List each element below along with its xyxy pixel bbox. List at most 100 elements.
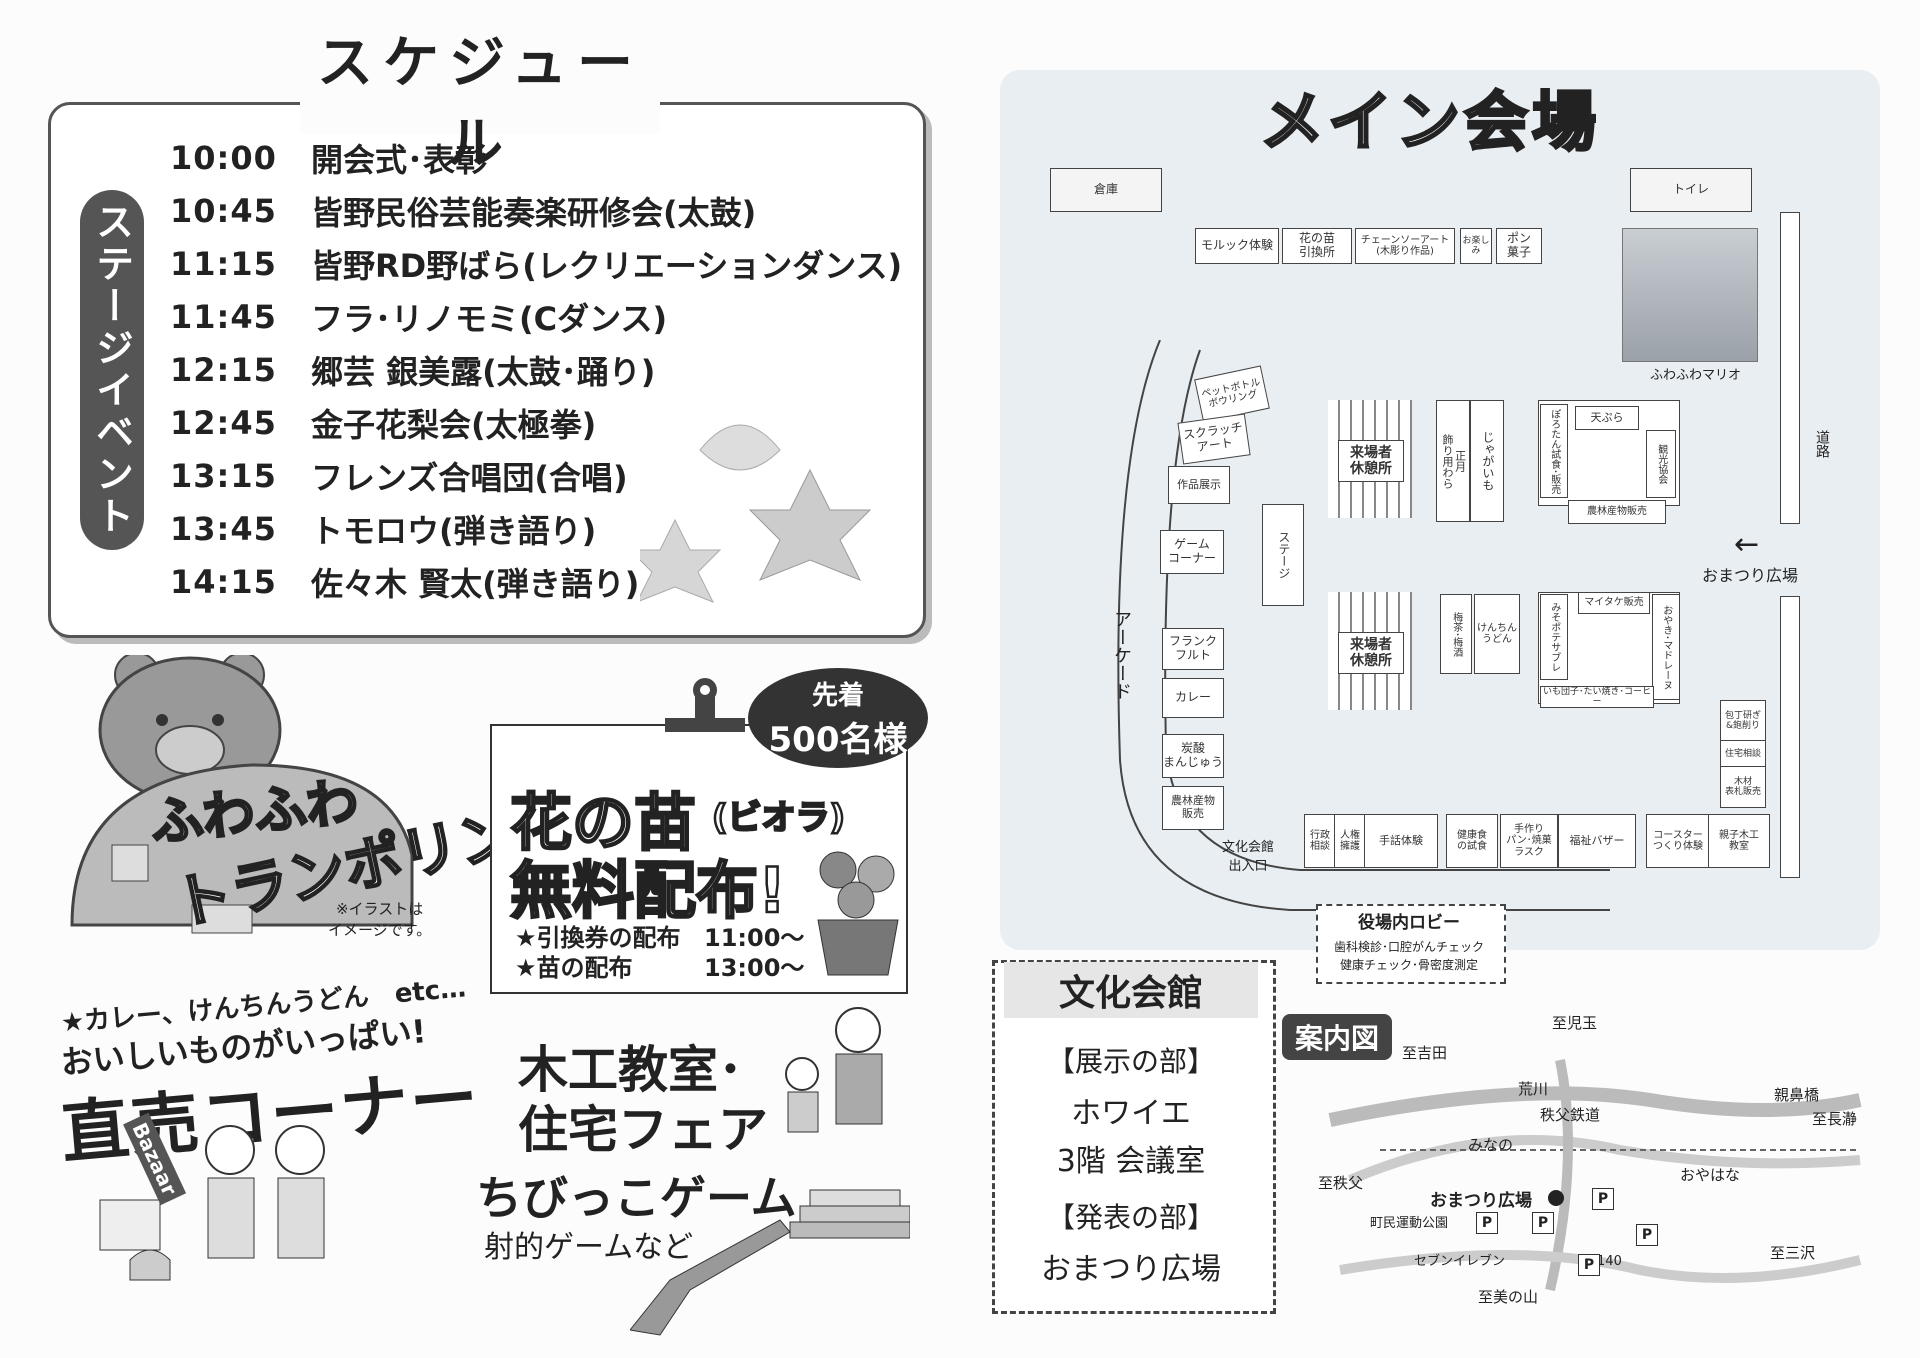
rest-area-2: 来場者 休憩所 xyxy=(1338,632,1404,674)
shinbashi-label: 親鼻橋 xyxy=(1774,1086,1820,1104)
booth-coaster: コースター つくり体験 xyxy=(1646,814,1710,868)
parking-icon: P xyxy=(1476,1212,1498,1234)
schedule-title: スケジュール xyxy=(300,31,660,177)
booth-flower-exchange: 花の苗 引換所 xyxy=(1282,228,1352,264)
parking-icon: P xyxy=(1578,1254,1600,1276)
schedule-row: 13:45 トモロウ(弾き語り) xyxy=(170,503,596,555)
booth-jagaimo: じゃがいも xyxy=(1470,400,1504,522)
schedule-time: 13:45 xyxy=(170,510,277,548)
to-misawa: 至三沢 xyxy=(1770,1244,1816,1262)
minano-label: みなの xyxy=(1468,1136,1514,1154)
to-chichibu: 至秩父 xyxy=(1318,1174,1364,1192)
matsuri-label: おまつり広場 xyxy=(1702,566,1799,585)
arakawa-label: 荒川 xyxy=(1518,1080,1549,1098)
booth-molkky: モルック体験 xyxy=(1195,228,1279,264)
schedule-name: 皆野RD野ばら(レクリエーションダンス) xyxy=(311,247,903,285)
schedule-name: 金子花梨会(太極拳) xyxy=(311,406,597,444)
schedule-time: 14:15 xyxy=(170,563,277,601)
booth-houcho: 包丁研ぎ &鉋削り xyxy=(1720,700,1766,742)
booth-fukushi: 福祉バザー xyxy=(1558,814,1636,868)
ticket-label: ★引換券の配布 xyxy=(515,924,681,952)
autumn-leaves-illustration xyxy=(640,424,872,603)
seedling-time: 13:00〜 xyxy=(704,954,805,982)
schedule-name: 開会式･表彰 xyxy=(311,141,488,179)
ticket-time: 11:00〜 xyxy=(704,924,805,952)
to-nagatoro: 至長瀞 xyxy=(1812,1110,1858,1128)
lobby-line-2: 健康チェック･骨密度測定 xyxy=(1339,958,1478,972)
bunka-title: 文化会館 xyxy=(1004,962,1258,1018)
oyahana-label: おやはな xyxy=(1680,1166,1741,1184)
booth-frankfurt: フランク フルト xyxy=(1162,628,1224,670)
schedule-time: 13:15 xyxy=(170,457,277,495)
bubble-line-2: 500名様 xyxy=(768,720,908,760)
bazaar-illustration xyxy=(99,1125,325,1281)
first-come-bubble: 先着 500名様 xyxy=(748,668,928,768)
schedule-row: 10:00 開会式･表彰 xyxy=(170,132,487,184)
park-label: 町民運動公園 xyxy=(1370,1216,1449,1231)
booth-jutaku: 住宅相談 xyxy=(1720,740,1766,768)
bunka-entrance-label: 文化会館 出入口 xyxy=(1222,840,1275,874)
schedule-name: 佐々木 賢太(弾き語り) xyxy=(311,565,640,603)
booth-kenchin: けんちん うどん xyxy=(1474,594,1520,674)
schedule-time: 10:45 xyxy=(170,192,277,230)
schedule-time: 10:00 xyxy=(170,139,277,177)
toilet-box: トイレ xyxy=(1630,168,1752,212)
booth-gyosei: 行政 相談 xyxy=(1304,814,1336,868)
mario-label: ふわふわマリオ xyxy=(1650,368,1742,383)
seven-eleven-label: セブンイレブン xyxy=(1414,1254,1506,1269)
booth-chainsaw-art: チェーンソーアート (木彫り作品) xyxy=(1355,228,1455,264)
carpenter-illustration xyxy=(785,1007,883,1133)
clip-icon xyxy=(665,678,745,732)
stage-event-label: ステージイベント xyxy=(80,190,144,550)
bunka-room: 3階 会議室 xyxy=(1056,1144,1206,1179)
schedule-row: 14:15 佐々木 賢太(弾き語り) xyxy=(170,556,639,608)
stage-box: ステージ xyxy=(1262,504,1304,606)
bunka-tenji: 【展示の部】 xyxy=(1046,1045,1215,1078)
booth-oyako-mokko: 親子木工 教室 xyxy=(1708,814,1770,868)
arcade-label: アーケード xyxy=(1111,610,1132,700)
schedule-name: トモロウ(弾き語り) xyxy=(311,512,597,550)
road-strip-2 xyxy=(1780,596,1800,878)
schedule-row: 12:45 金子花梨会(太極拳) xyxy=(170,397,596,449)
flower-title-2: 無料配布! xyxy=(509,853,788,929)
booth-umecha: 梅茶･梅酒 xyxy=(1440,594,1472,674)
bunka-happyo: 【発表の部】 xyxy=(1046,1201,1215,1234)
booth-tempura: 天ぷら xyxy=(1575,406,1639,430)
booth-kanko: 観光協会 xyxy=(1646,430,1676,498)
bunka-place: おまつり広場 xyxy=(1041,1252,1221,1287)
mario-balloon-photo xyxy=(1622,228,1758,362)
flower-subtitle: (ビオラ) xyxy=(711,797,847,840)
booth-shuwa: 手話体験 xyxy=(1364,814,1438,868)
booth-exhibit: 作品展示 xyxy=(1168,466,1230,504)
road-label: 道路 xyxy=(1814,430,1830,458)
storage-box: 倉庫 xyxy=(1050,168,1162,212)
schedule-time: 11:45 xyxy=(170,298,277,336)
viola-pot-illustration xyxy=(817,851,899,976)
flower-title: 花の苗 xyxy=(509,785,698,861)
guide-matsuri: おまつり広場 xyxy=(1430,1191,1532,1211)
booth-imo: いも団子･たい焼き･コーヒー xyxy=(1540,686,1654,708)
booth-misopote: みそポテサブレ xyxy=(1540,594,1568,680)
bear-trampoline-illustration xyxy=(70,655,414,934)
road-strip xyxy=(1780,212,1800,524)
bubble-line-1: 先着 xyxy=(811,681,864,711)
booth-pongashi: ポン 菓子 xyxy=(1496,228,1542,264)
to-minoyama: 至美の山 xyxy=(1478,1288,1539,1306)
parking-icon: P xyxy=(1592,1188,1614,1210)
guide-map-title: 案内図 xyxy=(1282,1014,1392,1060)
booth-borotan: ぽろたん試食･販売 xyxy=(1540,404,1568,498)
booth-maitake: マイタケ販売 xyxy=(1578,592,1650,614)
illustration-note: ※イラストは イメージです。 xyxy=(328,900,432,939)
lobby-box xyxy=(1316,904,1506,984)
bunka-foyer: ホワイエ xyxy=(1071,1096,1191,1131)
schedule-time: 12:45 xyxy=(170,404,277,442)
to-yoshida: 至吉田 xyxy=(1402,1044,1448,1062)
shooting-game-illustration xyxy=(630,1189,910,1336)
booth-game-corner: ゲーム コーナー xyxy=(1160,530,1224,574)
booth-oyaki: おやき･マドレーヌ xyxy=(1652,594,1680,700)
